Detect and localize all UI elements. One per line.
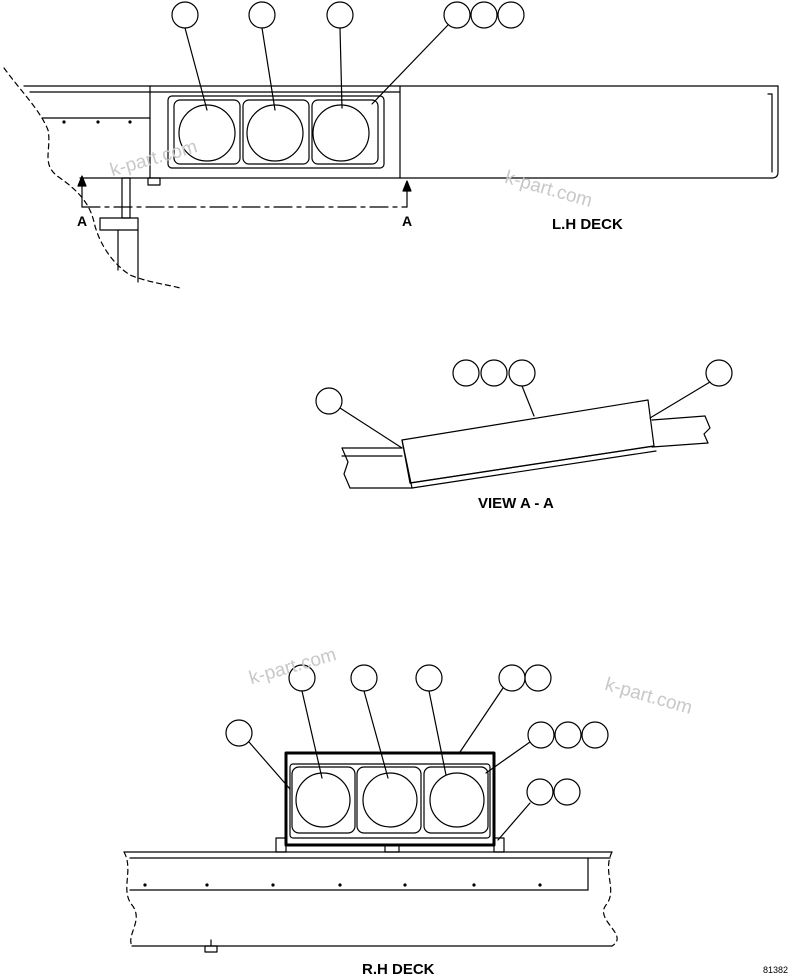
rh-deck-title: R.H DECK: [362, 961, 435, 978]
view-aa-drawing: [315, 359, 733, 489]
section-marker-left: A: [77, 213, 88, 229]
view-aa-title: VIEW A - A: [478, 495, 554, 512]
section-marker-right: A: [402, 213, 413, 229]
drawing-number: 81382: [763, 965, 789, 975]
lh-deck-title: L.H DECK: [552, 216, 623, 233]
lh-deck-drawing: [3, 1, 779, 289]
rh-deck-drawing: [123, 664, 618, 953]
